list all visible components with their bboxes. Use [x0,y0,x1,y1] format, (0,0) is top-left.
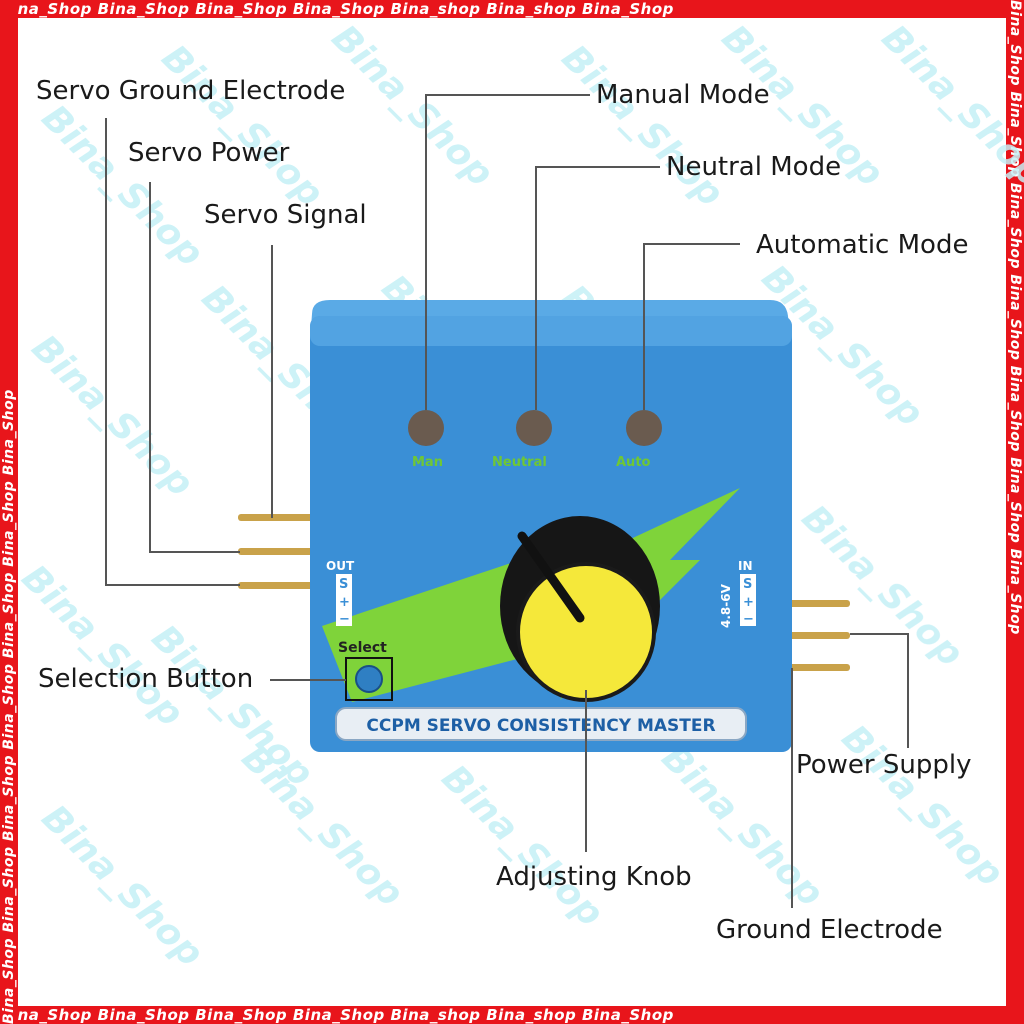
watermark-diagonal-text: Bina_Shop [834,717,1011,894]
label-power-supply: Power Supply [796,750,972,780]
watermark-diagonal-text: Bina_Shop [434,757,611,934]
select-label: Select [338,640,387,656]
port-markings: OUT S + − IN S + − 4.8-6V [326,559,756,628]
mode-leds: Man Neutral Auto [408,410,662,470]
leader-lines [105,94,909,908]
label-selection-button: Selection Button [38,664,254,694]
label-servo-ground-electrode: Servo Ground Electrode [36,76,346,106]
led-label-auto: Auto [616,455,651,470]
in-pin-mark-s: S [743,577,752,592]
knob-pointer [517,531,585,623]
out-label: OUT [326,559,355,573]
watermark-diagonal-text: Bina_Shop [34,797,211,974]
leader-auto [643,243,740,410]
in-pin-mark-minus: − [743,612,754,627]
label-neutral-mode: Neutral Mode [666,152,842,182]
watermark-border-bottom: Bina_Shop Bina_Shop Bina_Shop Bina_Shop … [0,1006,1024,1024]
watermark-diagonal-text: Bina_Shop [24,327,201,504]
banner-plate [335,707,747,741]
voltage-label: 4.8-6V [719,583,733,628]
pin-signal [238,514,320,521]
watermark-diagonal-text: Bina_Shop [154,37,331,214]
banner-text: CCPM SERVO CONSISTENCY MASTER [366,716,715,736]
watermark-border-left: Bina_Shop Bina_Shop Bina_Shop Bina_Shop … [0,0,18,1024]
out-pin-mark-plus: + [339,595,350,610]
led-manual [408,410,444,446]
watermark-border-right: Bina_Shop Bina_Shop Bina_Shop Bina_Shop … [1006,0,1024,1024]
watermark-diagonal-text: Bina_Shop [324,17,501,194]
out-pin-mark-minus: − [339,612,350,627]
label-servo-signal: Servo Signal [204,200,367,230]
select-button-graphic: Select [338,640,393,701]
label-servo-power: Servo Power [128,138,290,168]
leader-servo-power [149,182,240,553]
output-pins [238,514,320,589]
knob-cap [516,562,656,702]
watermark-border-top: Bina_Shop Bina_Shop Bina_Shop Bina_Shop … [0,0,1024,18]
led-auto [626,410,662,446]
watermark-diagonal-text: Bina_Shop [794,497,971,674]
device-shading [310,316,792,346]
leader-power-supply [850,633,909,748]
out-pin-legend [336,574,352,626]
watermark-diagonal-text: Bina_Shop [874,17,1024,194]
leader-manual [425,94,590,410]
in-pin-legend [740,574,756,626]
leader-servo-ground [105,118,240,586]
select-button-circle [355,665,383,693]
pin-power [238,548,320,555]
label-ground-electrode: Ground Electrode [716,915,943,945]
label-manual-mode: Manual Mode [596,80,770,110]
in-pin-mark-plus: + [743,595,754,610]
leader-neutral [535,166,660,410]
watermark-diagonal-text: Bina_Shop [554,37,731,214]
watermark-diagonal-text: Bina_Shop [34,97,211,274]
pin-ground [238,582,320,589]
watermark-diagonal-text: Bina_Shop [234,737,411,914]
out-pin-mark-s: S [339,577,348,592]
label-automatic-mode: Automatic Mode [756,230,969,260]
in-label: IN [738,559,753,573]
adjusting-knob-graphic [500,516,660,702]
led-label-neutral: Neutral [492,455,547,470]
label-adjusting-knob: Adjusting Knob [496,862,692,892]
led-neutral [516,410,552,446]
product-banner: CCPM SERVO CONSISTENCY MASTER [335,707,747,741]
led-label-manual: Man [412,455,443,470]
